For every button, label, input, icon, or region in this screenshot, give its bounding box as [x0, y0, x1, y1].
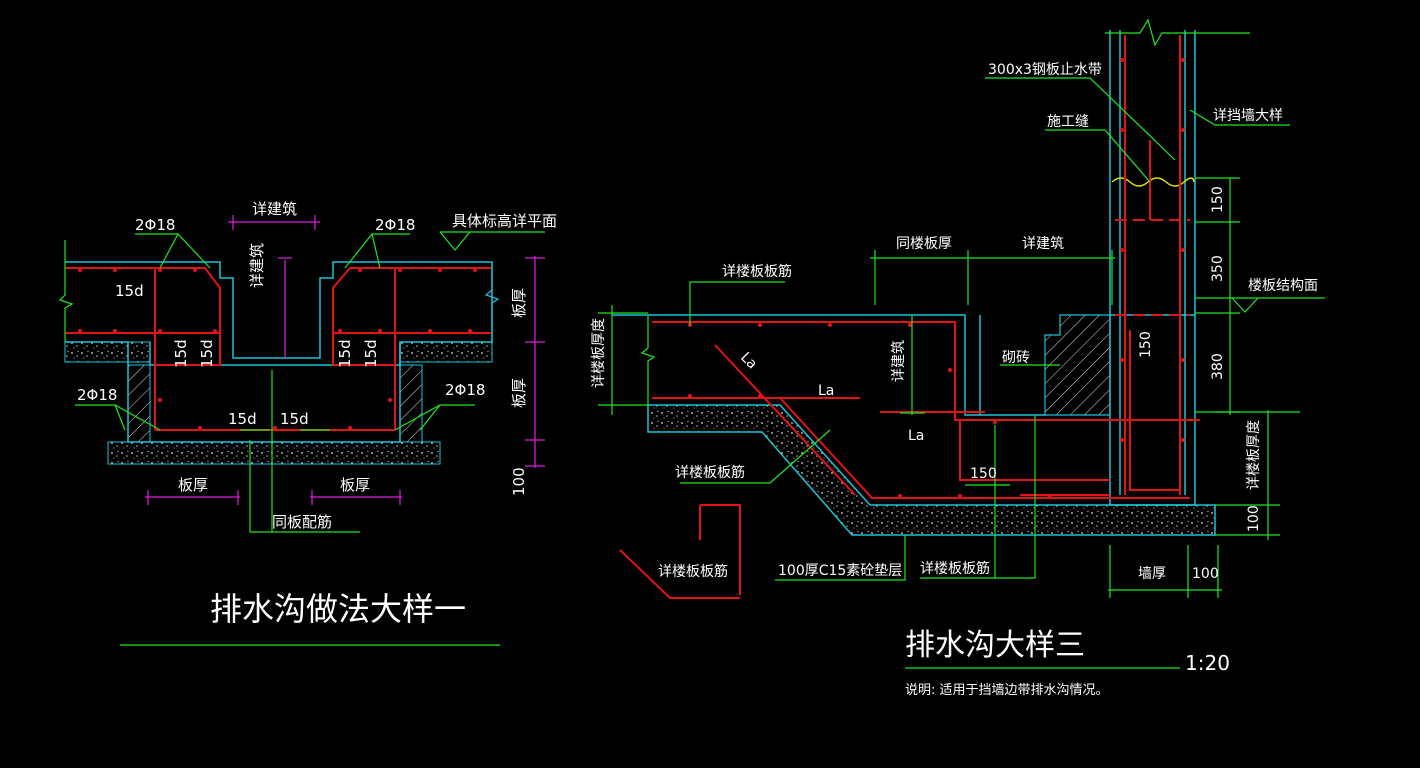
- leaders-3: [598, 77, 1325, 669]
- rebar-group-3: [619, 35, 1200, 599]
- d1-anchor-l1: 15d: [172, 339, 190, 368]
- cushion-right: [399, 341, 493, 363]
- d3-floor-rebar-top: 详楼板板筋: [722, 263, 792, 280]
- d1-arch-top: 详建筑: [252, 200, 297, 218]
- d3-joint: 施工缝: [1047, 114, 1089, 130]
- cushion-left: [64, 341, 151, 363]
- d3-wall-thk: 墙厚: [1138, 566, 1166, 582]
- d1-rebar-br: 2Φ18: [445, 381, 485, 399]
- d1-rebar-bl: 2Φ18: [77, 386, 117, 404]
- break-mark-right: [484, 262, 500, 342]
- break-mark-left3: [640, 315, 656, 405]
- d1-rebar-tr: 2Φ18: [375, 216, 415, 234]
- d3-floor-rebar-bl: 详楼板板筋: [658, 563, 728, 580]
- d3-d350: 350: [1210, 255, 1226, 282]
- d3-floor-rebar-br: 详楼板板筋: [920, 560, 990, 577]
- d1-slab-v2: 板厚: [510, 378, 528, 408]
- wall-hatch-left: [127, 364, 151, 443]
- d3-same-slab: 同楼板厚: [896, 236, 952, 252]
- rebar-dots-3: [688, 58, 1185, 498]
- detail1: 详建筑 2Φ18 2Φ18 具体标高详平面 15d 2Φ18 2Φ18 15d …: [58, 200, 557, 646]
- d3-waterstop: 300x3钢板止水带: [988, 62, 1102, 78]
- d1-same-rebar: 同板配筋: [272, 513, 332, 531]
- d3-wall-detail: 详挡墙大样: [1213, 108, 1283, 124]
- d1-slab-h1: 板厚: [178, 476, 208, 494]
- d1-anchor-b1: 15d: [228, 410, 257, 428]
- d3-d150a: 150: [1138, 331, 1154, 358]
- rebar-dots-1: [78, 268, 477, 430]
- d1-anchor-b2: 15d: [280, 410, 309, 428]
- break-mark-top: [1105, 18, 1250, 47]
- d1-anchor-r2: 15d: [362, 339, 380, 368]
- d3-floor-rebar-mid: 详楼板板筋: [675, 464, 745, 481]
- d1-elev: 具体标高详平面: [452, 212, 557, 230]
- d1-anchor-tl: 15d: [115, 282, 144, 300]
- d1-arch-mid: 详建筑: [248, 243, 266, 288]
- d1-anchor-l2: 15d: [198, 339, 216, 368]
- d1-rebar-tl: 2Φ18: [135, 216, 175, 234]
- detail1-title: 排水沟做法大样一: [210, 590, 466, 628]
- d1-anchor-r1: 15d: [336, 339, 354, 368]
- d3-brick: 砌砖: [1002, 350, 1030, 366]
- trench-outline: [65, 261, 493, 443]
- d3-slab-thk-r: 详楼板厚度: [1246, 420, 1262, 490]
- d3-c15: 100厚C15素砼垫层: [778, 563, 902, 579]
- d3-d380: 380: [1210, 353, 1226, 380]
- outline-3: [612, 30, 1196, 506]
- d3-d150c: 150: [1210, 186, 1226, 213]
- d3-d150b: 150: [970, 466, 997, 482]
- trench-outline-inner: [149, 342, 401, 366]
- d3-struct-face: 楼板结构面: [1248, 278, 1318, 294]
- detail3-title: 排水沟大样三: [905, 628, 1085, 663]
- d3-la2: La: [818, 383, 834, 399]
- detail3-scale: 1:20: [1185, 651, 1230, 675]
- wall-hatch-right: [399, 364, 423, 443]
- d3-d100a: 100: [1192, 566, 1219, 582]
- dims-1: [145, 215, 545, 505]
- d3-la3: La: [908, 428, 924, 444]
- d1-slab-v1: 板厚: [510, 288, 528, 318]
- d3-slab-thk: 详楼板厚度: [591, 318, 607, 388]
- break-mark-left: [58, 240, 74, 342]
- construction-joint: [1111, 177, 1195, 187]
- detail3: 300x3钢板止水带 施工缝 详挡墙大样 同楼板厚 详建筑 详楼板板筋 楼板结构…: [591, 18, 1325, 698]
- d3-la1: La: [737, 350, 760, 373]
- cushion-bottom: [107, 441, 441, 465]
- d3-d100b: 100: [1246, 505, 1262, 532]
- d3-note: 说明: 适用于挡墙边带排水沟情况。: [905, 683, 1109, 698]
- d1-slab-h2: 板厚: [340, 476, 370, 494]
- leaders-1: [75, 231, 545, 533]
- rebar-dashed: [1115, 219, 1190, 316]
- d3-arch-v: 详建筑: [891, 340, 907, 382]
- d3-arch: 详建筑: [1022, 236, 1064, 252]
- d1-dim-100: 100: [510, 467, 528, 496]
